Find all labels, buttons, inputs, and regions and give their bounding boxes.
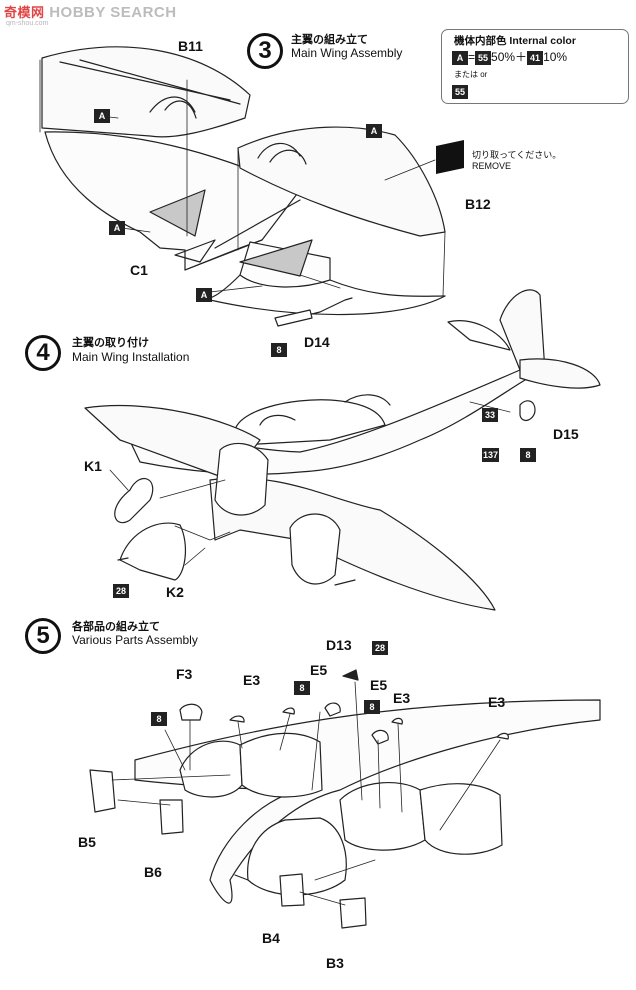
color-55-alt-badge: 55 <box>452 85 468 99</box>
step-5-title-en: Various Parts Assembly <box>72 633 198 647</box>
part-label-d15: D15 <box>553 426 579 442</box>
part-label-b5: B5 <box>78 834 96 850</box>
part-label-d14: D14 <box>304 334 330 350</box>
part-label-c1: C1 <box>130 262 148 278</box>
wing-lower-left-drawing <box>44 131 301 271</box>
step-3-title-en: Main Wing Assembly <box>291 46 403 60</box>
watermark-cn: 奇模网 <box>4 5 45 20</box>
color-ref-8-d15: 8 <box>520 448 536 462</box>
aircraft-step5-drawing <box>89 669 601 929</box>
plus-sign: ＋ <box>515 50 528 64</box>
step-4-title-en: Main Wing Installation <box>72 350 190 364</box>
internal-color-alt: 55 <box>452 82 468 100</box>
aircraft-step4-drawing <box>84 289 601 611</box>
equals-sign: = <box>468 50 476 64</box>
part-label-k2: K2 <box>166 584 184 600</box>
step5-guides <box>111 681 501 906</box>
color-ref-8-f3: 8 <box>151 712 167 726</box>
watermark-url: qm-shou.com <box>6 20 49 27</box>
internal-color-or: または or <box>454 70 488 79</box>
part-label-d13: D13 <box>326 637 352 653</box>
part-label-b3: B3 <box>326 955 344 971</box>
color-ref-8-d14: 8 <box>271 343 287 357</box>
part-label-e5-b: E5 <box>370 677 388 693</box>
part-label-b12: B12 <box>465 196 491 212</box>
part-label-e3-b: E3 <box>393 690 411 706</box>
step-4-number: 4 <box>25 335 61 371</box>
color-ref-28-d13: 28 <box>372 641 388 655</box>
remove-note-jp: 切り取ってください。 <box>472 150 562 160</box>
part-label-b4: B4 <box>262 930 280 946</box>
part-label-e5-a: E5 <box>310 662 328 678</box>
watermark-en: HOBBY SEARCH <box>49 4 177 21</box>
step4-guides <box>109 401 511 566</box>
color-41-badge: 41 <box>527 51 544 65</box>
step-5-number: 5 <box>25 618 61 654</box>
step-3-title-jp: 主翼の組み立て <box>291 34 368 46</box>
color-ref-a-4: A <box>196 288 212 302</box>
color-ref-8-e5: 8 <box>294 681 310 695</box>
color-55-badge: 55 <box>475 51 492 65</box>
color-ref-28-k2: 28 <box>113 584 129 598</box>
color-ref-137: 137 <box>482 448 500 462</box>
color-letter-badge: A <box>452 51 468 65</box>
internal-color-title: 機体内部色 Internal color <box>454 35 576 47</box>
color-55-percent: 50% <box>491 50 516 64</box>
color-ref-a-2: A <box>366 124 382 138</box>
site-watermark: 奇模网 HOBBY SEARCH <box>4 2 177 21</box>
step-5-title-jp: 各部品の組み立て <box>72 621 160 633</box>
step-3-number: 3 <box>247 33 283 69</box>
cut-remove-icon <box>436 140 464 174</box>
color-ref-8-e5b: 8 <box>364 700 380 714</box>
part-label-k1: K1 <box>84 458 102 474</box>
color-ref-a-1: A <box>94 109 110 123</box>
step3-guides <box>39 59 446 297</box>
color-ref-a-3: A <box>109 221 125 235</box>
part-label-f3: F3 <box>176 666 193 682</box>
part-label-b11: B11 <box>178 38 203 54</box>
part-label-e3-a: E3 <box>243 672 261 688</box>
wing-b11-drawing <box>41 46 251 138</box>
color-41-percent: 10% <box>543 50 568 64</box>
part-label-e3-c: E3 <box>488 694 506 710</box>
part-label-b6: B6 <box>144 864 162 880</box>
step-4-title-jp: 主翼の取り付け <box>72 337 149 349</box>
color-ref-33: 33 <box>482 408 498 422</box>
remove-note-en: REMOVE <box>472 161 512 171</box>
wing-b12-drawing <box>199 126 446 316</box>
